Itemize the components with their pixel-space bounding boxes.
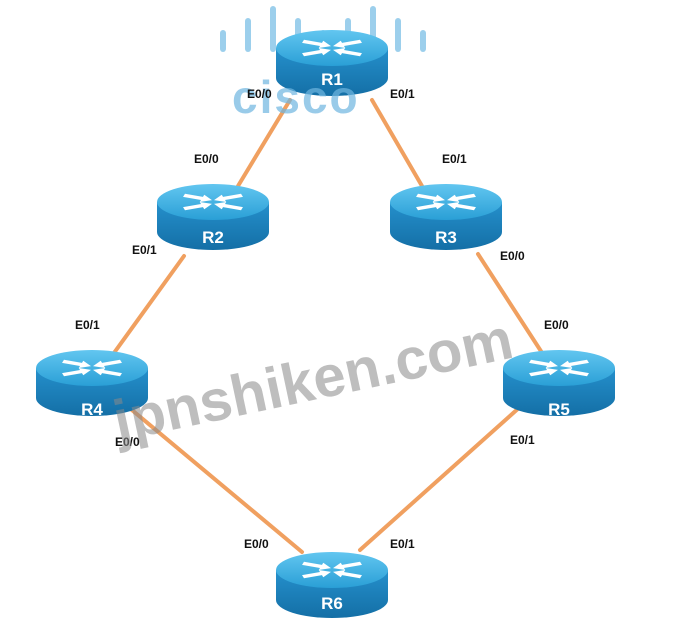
router-label-r1: R1 [321,70,343,89]
port-label-r3-e00: E0/0 [500,249,525,263]
port-label-r5-e00: E0/0 [544,318,569,332]
site-watermark: jpnshiken.com [107,306,519,454]
router-r3[interactable]: R3 [390,184,502,250]
router-label-r4: R4 [81,400,103,419]
links [104,98,550,554]
router-r6[interactable]: R6 [276,552,388,618]
router-label-r2: R2 [202,228,224,247]
port-label-r4-e00: E0/0 [115,435,140,449]
link-r2-r4 [104,254,186,366]
link-r1-r2 [236,98,292,188]
router-label-r5: R5 [548,400,570,419]
port-label-r4-e01: E0/1 [75,318,100,332]
router-r4[interactable]: R4 [36,350,148,419]
port-label-r1-e00: E0/0 [247,87,272,101]
link-r3-r5 [476,252,550,364]
port-label-r1-e01: E0/1 [390,87,415,101]
port-label-r6-e01: E0/1 [390,537,415,551]
router-r1[interactable]: R1 [276,30,388,96]
cisco-logo-text: cisco [232,71,360,123]
router-r5[interactable]: R5 [503,350,615,419]
link-r4-r6 [118,398,304,554]
port-label-r2-e00: E0/0 [194,152,219,166]
router-label-r3: R3 [435,228,457,247]
port-labels: E0/0 E0/1 E0/0 E0/1 E0/1 E0/0 E0/1 E0/0 … [75,87,569,551]
router-label-r6: R6 [321,594,343,613]
port-label-r2-e01: E0/1 [132,243,157,257]
port-label-r5-e01: E0/1 [510,433,535,447]
port-label-r3-e01: E0/1 [442,152,467,166]
link-r1-r3 [370,98,424,188]
link-r5-r6 [358,396,532,552]
router-r2[interactable]: R2 [157,184,269,250]
port-label-r6-e00: E0/0 [244,537,269,551]
